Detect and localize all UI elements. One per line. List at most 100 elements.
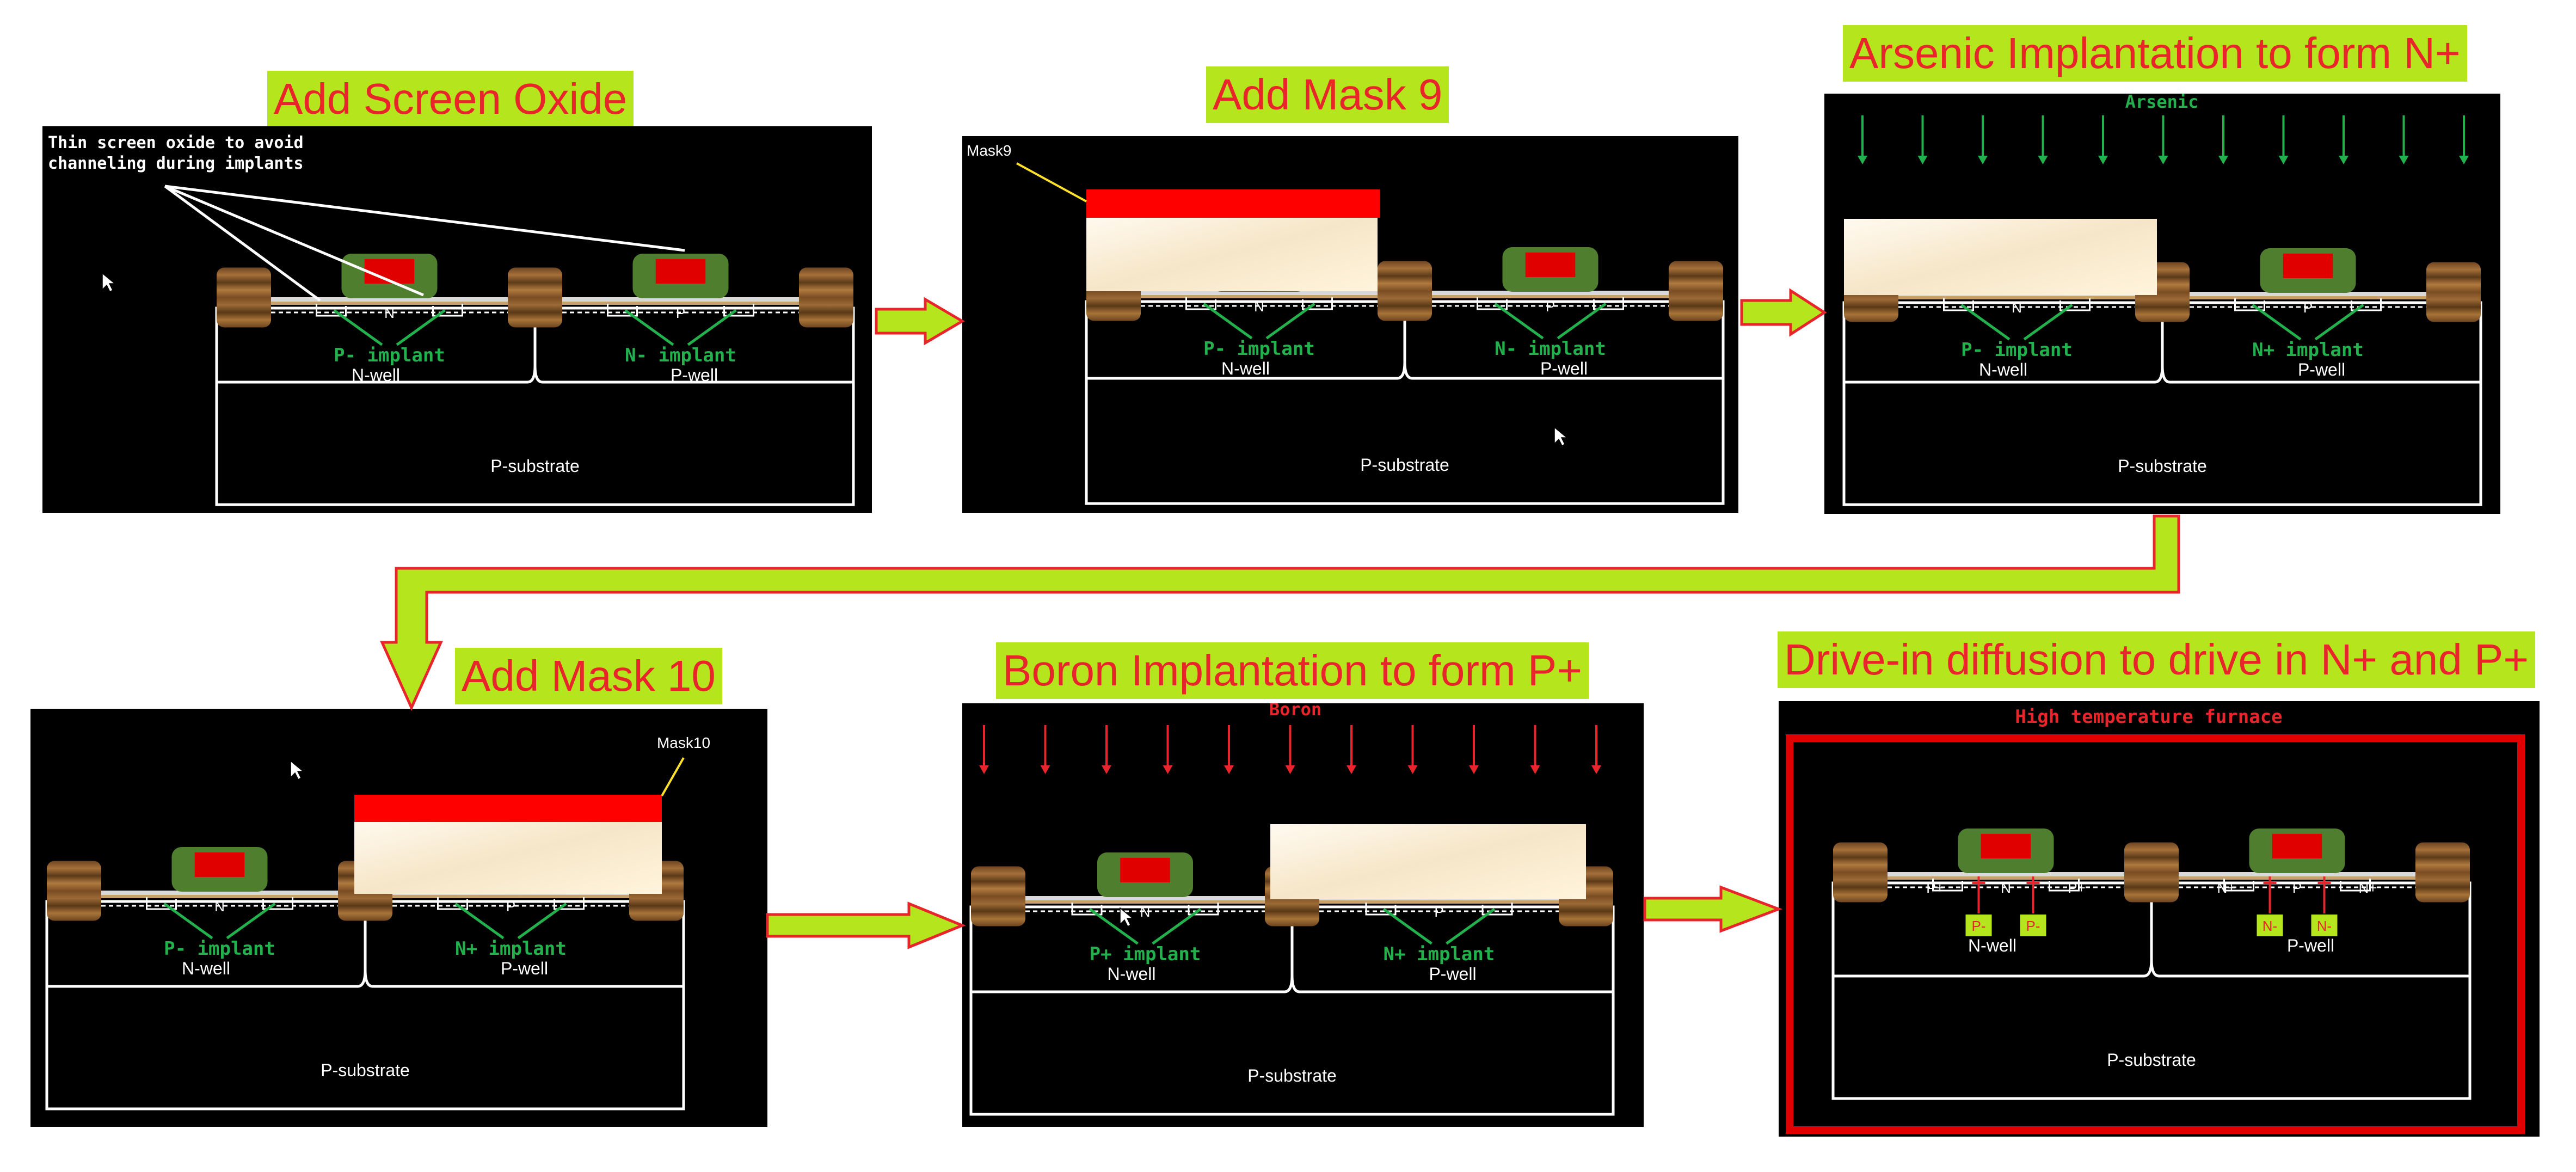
mask9-layer [1086, 189, 1380, 218]
junction-left-0 [1932, 879, 1963, 892]
arsenic-ion-arrow [2218, 156, 2228, 164]
implant-label-right: N- implant [1495, 338, 1606, 360]
p-well-label: P-well [2298, 360, 2345, 379]
mouse-pointer-icon [102, 272, 116, 293]
furnace-outline [1786, 734, 2525, 1134]
channel-label-p: P [676, 305, 685, 321]
implant-pointer [1203, 302, 1253, 340]
isolation-oxide-3 [2426, 262, 2481, 322]
surface-left [101, 895, 338, 898]
implant-pointer [2252, 303, 2302, 341]
p-substrate-label: P-substrate [1360, 455, 1449, 475]
gate-poly-right [2272, 833, 2322, 858]
implant-label-left: P- implant [334, 345, 445, 366]
mouse-pointer-icon [1120, 907, 1134, 928]
mask10-label: Mask10 [657, 734, 710, 751]
isolation-oxide-3 [1669, 261, 1723, 321]
p-substrate-label: P-substrate [2118, 456, 2207, 476]
implant-pointer [1152, 907, 1202, 945]
photoresist-mask9 [1844, 219, 2157, 295]
surface-right [1319, 900, 1559, 904]
junction-right-0 [2059, 298, 2091, 311]
junction-left-0 [316, 304, 347, 317]
screen-oxide-left [101, 891, 338, 895]
n-plus-region: N+ [2359, 880, 2377, 896]
p-well-label: P-well [1540, 359, 1588, 378]
p-substrate-label: P-substrate [490, 456, 580, 476]
implant-label-left: P+ implant [1090, 943, 1201, 965]
junction-left-0 [146, 897, 177, 910]
screen-oxide-left [1141, 291, 1378, 295]
step6-title: Drive-in diffusion to drive in N+ and P+ [1778, 631, 2536, 688]
boron-ion-arrow [1469, 765, 1479, 774]
isolation-oxide-1 [971, 866, 1025, 926]
implant-pointer [1494, 302, 1544, 340]
screen-oxide-right [1432, 291, 1669, 295]
junction-left-1 [607, 304, 638, 317]
boron-ion-arrow [1530, 765, 1540, 774]
implant-label-left: P- implant [1203, 338, 1315, 360]
surface-right [2190, 296, 2426, 299]
channel-label-n: N [1140, 904, 1151, 920]
screen-oxide-right [562, 297, 799, 302]
channel-label-n: N [2012, 299, 2022, 316]
implant-pointer [2314, 303, 2364, 341]
ldd-label: P- [1972, 918, 1986, 934]
note-line: channeling during implants [48, 154, 304, 173]
implant-pointer [333, 309, 383, 346]
isolation-oxide-1 [47, 861, 101, 921]
p-plus-region: P+ [1926, 880, 1944, 896]
junction-right-1 [1593, 297, 1624, 310]
implant-pointer [1089, 907, 1139, 945]
mouse-pointer-icon [1554, 426, 1569, 447]
ldd-badge [2020, 915, 2046, 936]
mask9-pointer [1016, 162, 1087, 203]
ldd-label: P- [2026, 918, 2040, 934]
p-well-label: P-well [1429, 964, 1476, 984]
ldd-badge [2257, 915, 2283, 936]
junction-left-0 [1185, 297, 1216, 310]
ldd-label: N- [2317, 918, 2332, 934]
boron-ion-arrow [1285, 765, 1295, 774]
surface-left [1888, 876, 2124, 880]
boron-ion-arrow [1102, 765, 1111, 774]
screen-oxide-left [1888, 872, 2124, 876]
boron-ion-arrow [1163, 765, 1173, 774]
channel-label-n: N [384, 305, 395, 321]
junction-right-0 [1302, 297, 1333, 310]
boron-ion-arrow [979, 765, 989, 774]
channel-label-p: P [2303, 299, 2313, 316]
step3-title: Arsenic Implantation to form N+ [1843, 25, 2467, 82]
p-well-label: P-well [501, 959, 548, 978]
n-well-label: N-well [1979, 360, 2027, 379]
arsenic-ion-arrow [2459, 156, 2469, 164]
n-well-label: N-well [1108, 964, 1156, 984]
arsenic-ion-arrow [2339, 156, 2348, 164]
implant-pointer [1382, 907, 1433, 945]
photoresist-mask9 [1086, 215, 1378, 291]
boron-ion-arrow [1407, 765, 1418, 774]
implant-label-right: N+ implant [1384, 943, 1495, 965]
arrow-step1-to-step2 [875, 297, 965, 346]
photoresist-mask10 [1270, 824, 1586, 899]
boron-ion-arrow [1224, 765, 1234, 774]
arrow-step5-to-step6 [1643, 885, 1783, 933]
gate-poly-right [1525, 252, 1576, 277]
junction-left-1 [2223, 879, 2254, 892]
implant-pointer [1557, 302, 1607, 340]
screen-oxide-right [2179, 872, 2415, 876]
p-plus-region: P+ [2068, 880, 2086, 896]
junction-right-1 [554, 897, 585, 910]
channel-label-p: P [1434, 904, 1443, 920]
implant-pointer [454, 902, 505, 940]
implant-pointer [1960, 303, 2011, 341]
isolation-oxide-2 [1378, 261, 1432, 321]
junction-right-0 [432, 304, 463, 317]
implant-pointer [226, 902, 276, 940]
